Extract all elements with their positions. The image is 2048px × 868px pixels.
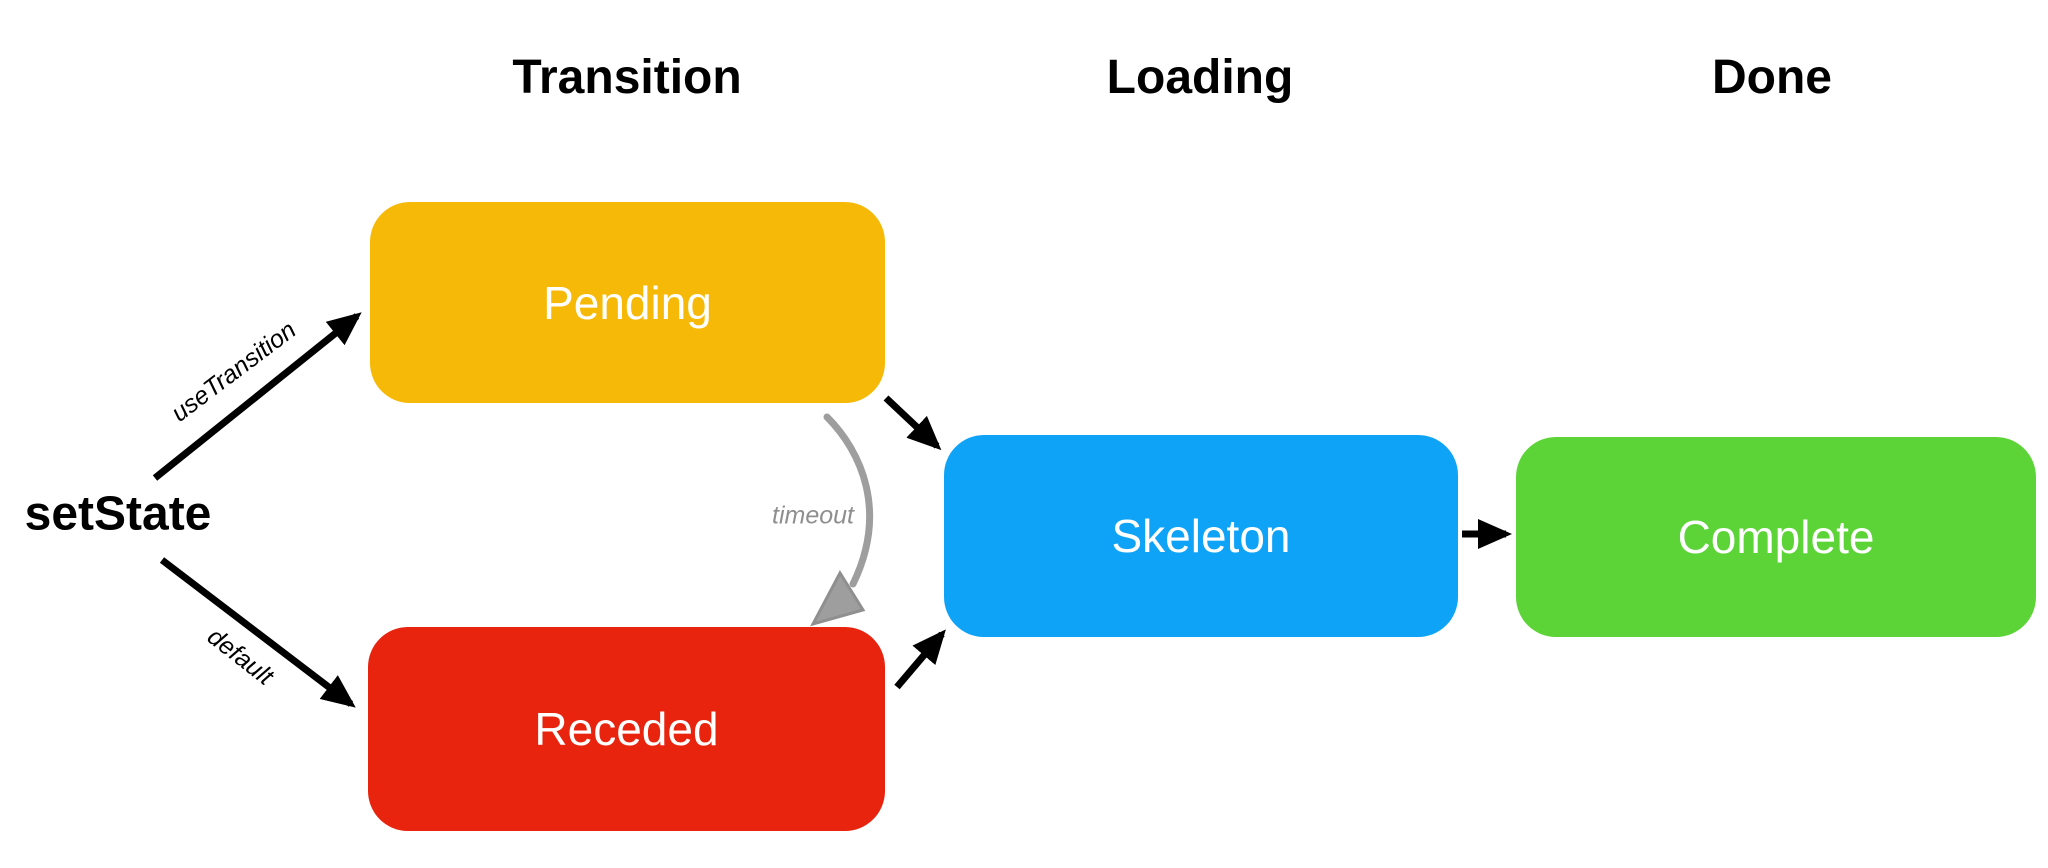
- node-receded-label: Receded: [534, 703, 719, 755]
- node-complete: Complete: [1516, 437, 2036, 637]
- arrow-timeout-arrowhead: [810, 569, 866, 627]
- node-skeleton-label: Skeleton: [1111, 510, 1291, 562]
- setstate-label: setState: [24, 487, 212, 541]
- arrow-default: [159, 557, 356, 708]
- arrow-pending-to-skeleton: [883, 395, 942, 451]
- node-pending: Pending: [370, 202, 885, 403]
- node-pending-label: Pending: [543, 276, 712, 329]
- arrow-usetransition: [152, 312, 362, 481]
- arrow-receded-to-skeleton: [894, 629, 946, 690]
- column-header-done: Done: [1712, 51, 1832, 104]
- node-complete-label: Complete: [1677, 511, 1875, 563]
- node-skeleton: Skeleton: [944, 435, 1458, 637]
- edge-label-timeout: timeout: [772, 501, 854, 530]
- column-header-loading: Loading: [1106, 51, 1294, 104]
- node-receded: Receded: [368, 627, 885, 831]
- column-header-transition: Transition: [512, 51, 742, 104]
- arrow-timeout-curve: [823, 413, 874, 588]
